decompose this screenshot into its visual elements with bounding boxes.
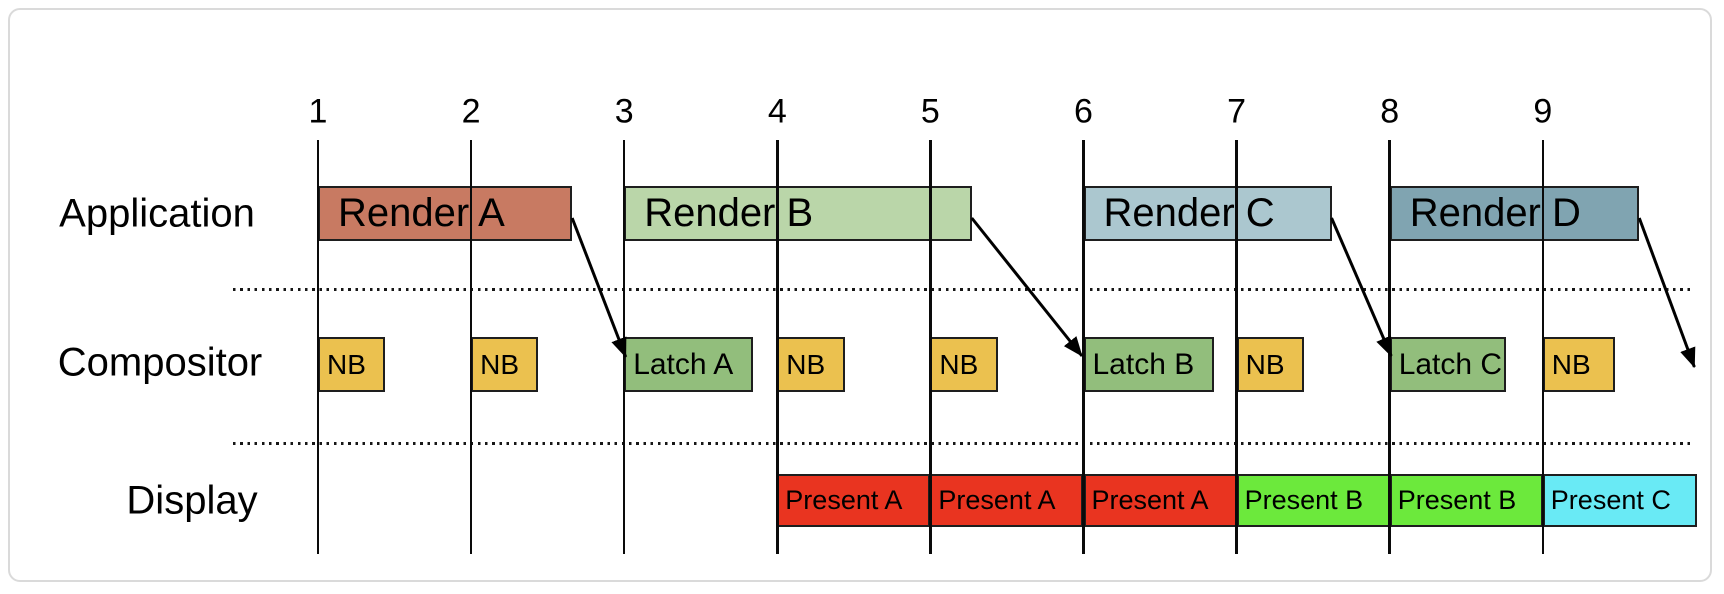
vsync-line-8 <box>1388 140 1391 554</box>
vsync-line-3 <box>622 140 626 554</box>
tick-label-7: 7 <box>1227 92 1247 131</box>
box-nb-compositor: NB <box>471 337 539 392</box>
box-present-a-display: Present A <box>1083 474 1237 527</box>
box-present-a-display: Present A <box>930 474 1084 527</box>
arrow-render-b-to-latch-b <box>970 217 1084 357</box>
tick-label-5: 5 <box>920 92 940 131</box>
vsync-line-9 <box>1541 140 1545 554</box>
row-separator-2 <box>233 442 1694 445</box>
vsync-line-5 <box>929 140 932 554</box>
box-render-a-application: Render A <box>318 186 573 241</box>
tick-label-9: 9 <box>1533 92 1553 131</box>
box-present-b-display: Present B <box>1389 474 1543 527</box>
arrow-render-c-to-latch-c <box>1330 217 1393 357</box>
box-latch-b-compositor: Latch B <box>1083 337 1214 392</box>
vsync-line-6 <box>1082 140 1085 554</box>
box-present-b-display: Present B <box>1236 474 1390 527</box>
tick-label-6: 6 <box>1074 92 1093 131</box>
box-latch-a-compositor: Latch A <box>624 337 753 392</box>
vsync-line-7 <box>1235 140 1238 554</box>
tick-label-2: 2 <box>461 92 481 131</box>
row-separator-1 <box>233 288 1694 291</box>
box-present-a-display: Present A <box>777 474 931 527</box>
tick-label-4: 4 <box>767 92 787 131</box>
row-label-application: Application <box>59 191 255 236</box>
box-latch-c-compositor: Latch C <box>1389 337 1507 392</box>
box-render-b-application: Render B <box>624 186 972 241</box>
box-render-d-application: Render D <box>1389 186 1640 241</box>
tick-label-1: 1 <box>308 92 328 131</box>
vsync-line-2 <box>469 140 473 554</box>
box-nb-compositor: NB <box>318 337 386 392</box>
vsync-line-1 <box>316 140 320 554</box>
box-nb-compositor: NB <box>1542 337 1615 392</box>
arrow-render-d-dropped <box>1637 217 1696 368</box>
box-nb-compositor: NB <box>1236 337 1304 392</box>
tick-label-8: 8 <box>1380 92 1400 131</box>
box-nb-compositor: NB <box>930 337 998 392</box>
box-nb-compositor: NB <box>777 337 845 392</box>
row-label-compositor: Compositor <box>57 340 263 385</box>
box-render-c-application: Render C <box>1083 186 1332 241</box>
row-label-display: Display <box>126 478 258 523</box>
box-present-c-display: Present C <box>1542 474 1698 527</box>
vsync-line-4 <box>776 140 779 554</box>
tick-label-3: 3 <box>614 92 634 131</box>
